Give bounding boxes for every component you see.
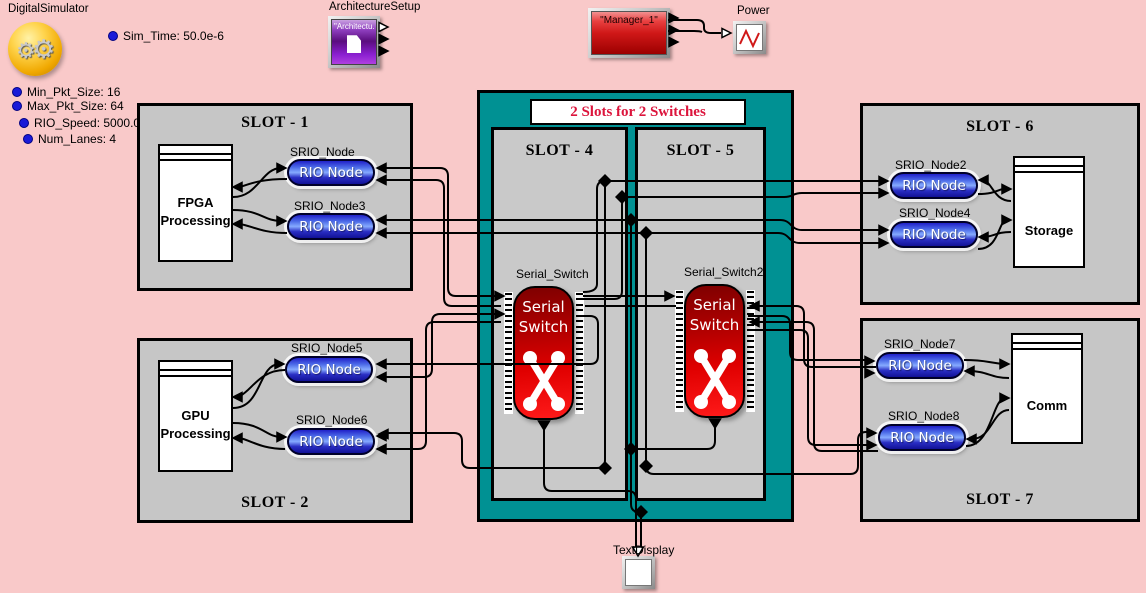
serial-switch-label: Serial_Switch	[516, 267, 589, 281]
slot6-box[interactable]: SLOT - 6	[860, 103, 1140, 305]
slot2-title: SLOT - 2	[241, 494, 309, 511]
param-max-pkt-size[interactable]: Max_Pkt_Size: 64	[12, 99, 124, 113]
crossbar-icon	[694, 349, 736, 409]
comm-block[interactable]: Comm	[1011, 333, 1083, 444]
text-display-label: TextDisplay	[613, 543, 675, 557]
gear-glyph-left: ⚙	[16, 38, 36, 63]
srio-node7-label: SRIO_Node7	[884, 337, 956, 351]
slot7-title: SLOT - 7	[966, 491, 1034, 508]
srio-node7-block[interactable]: RIO Node	[876, 352, 964, 379]
param-num-lanes[interactable]: Num_Lanes: 4	[23, 132, 116, 146]
param-rio-speed[interactable]: RIO_Speed: 5000.0	[19, 116, 140, 130]
srio-node4-block[interactable]: RIO Node	[890, 221, 978, 248]
architecture-setup-label: ArchitectureSetup	[329, 1, 421, 13]
serial-switch1-block[interactable]: Serial Switch	[513, 286, 574, 420]
srio-node5-block[interactable]: RIO Node	[285, 356, 373, 383]
waveform-icon	[739, 28, 760, 49]
srio-node8-label: SRIO_Node8	[888, 409, 960, 423]
gear-glyph-right: ⚙	[32, 34, 56, 64]
crossbar-icon	[523, 351, 565, 411]
param-dot-icon	[108, 31, 118, 41]
srio-node4-label: SRIO_Node4	[899, 206, 971, 220]
digital-simulator-gear-icon[interactable]: ⚙ ⚙	[8, 22, 62, 76]
param-min-pkt-size[interactable]: Min_Pkt_Size: 16	[12, 85, 120, 99]
srio-node3-label: SRIO_Node3	[294, 199, 366, 213]
document-icon	[347, 35, 361, 54]
architecture-setup-block[interactable]: "Architectu...	[328, 16, 380, 68]
srio-node2-block[interactable]: RIO Node	[890, 172, 978, 199]
srio-node2-label: SRIO_Node2	[895, 158, 967, 172]
serial-switch2-block[interactable]: Serial Switch	[684, 284, 745, 418]
slot1-title: SLOT - 1	[241, 114, 309, 131]
serial-switch2-label: Serial_Switch2	[684, 265, 764, 279]
param-dot-icon	[19, 118, 29, 128]
switch1-right-ports	[575, 292, 584, 414]
srio-node3-block[interactable]: RIO Node	[287, 213, 375, 240]
srio-node-block[interactable]: RIO Node	[287, 159, 375, 186]
power-plotter-block[interactable]	[733, 21, 766, 54]
slot5-title: SLOT - 5	[666, 142, 735, 159]
param-sim-time[interactable]: Sim_Time: 50.0e-6	[108, 29, 224, 43]
storage-block[interactable]: Storage	[1013, 156, 1085, 268]
container-banner: 2 Slots for 2 Switches	[530, 99, 746, 125]
srio-node6-block[interactable]: RIO Node	[287, 428, 375, 455]
power-label: Power	[737, 5, 770, 17]
gpu-processing-block[interactable]: GPU Processing	[158, 360, 233, 472]
fpga-processing-block[interactable]: FPGA Processing	[158, 144, 233, 262]
srio-node-label: SRIO_Node	[290, 145, 355, 159]
param-dot-icon	[12, 101, 22, 111]
text-display-block[interactable]	[622, 556, 655, 589]
switch1-left-ports	[504, 292, 513, 414]
srio-node8-block[interactable]: RIO Node	[878, 424, 966, 451]
slot4-title: SLOT - 4	[525, 142, 594, 159]
switch2-left-ports	[675, 290, 684, 412]
slot6-title: SLOT - 6	[966, 118, 1034, 135]
srio-node5-label: SRIO_Node5	[291, 341, 363, 355]
param-dot-icon	[12, 87, 22, 97]
app-title: DigitalSimulator	[8, 3, 89, 15]
manager-block[interactable]: "Manager_1"	[588, 8, 670, 58]
param-dot-icon	[23, 134, 33, 144]
switch2-right-ports	[746, 290, 755, 412]
srio-node6-label: SRIO_Node6	[296, 413, 368, 427]
